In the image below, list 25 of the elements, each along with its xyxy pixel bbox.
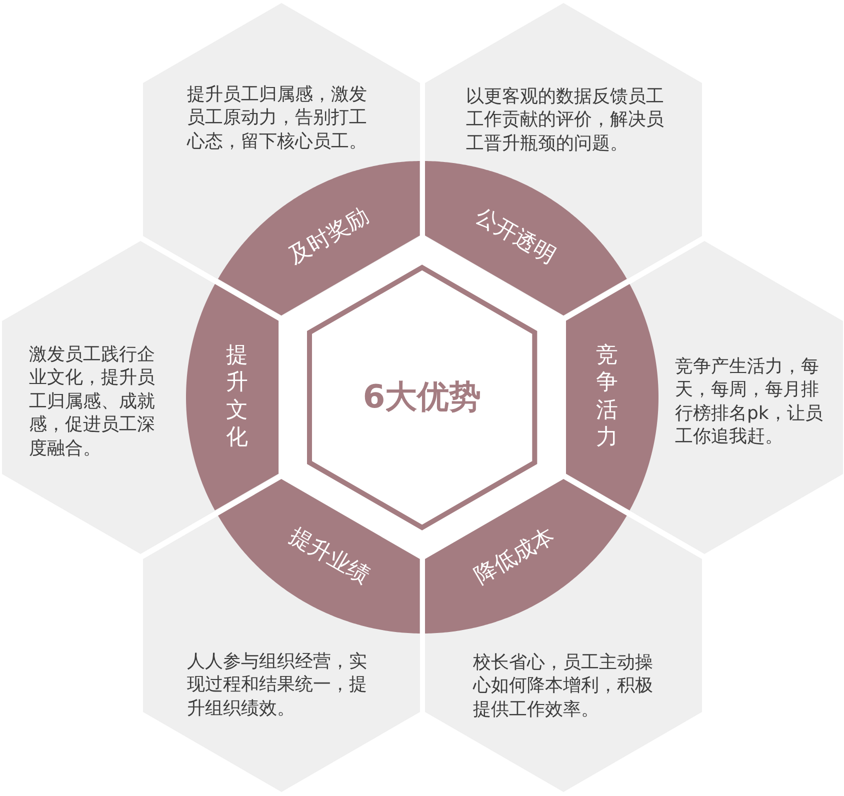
ring-segment <box>424 478 626 633</box>
description-text: 提升员工归属感，激发员工原动力，告别打工心态，留下核心员工。 <box>187 83 368 154</box>
center-title: 6大优势 <box>362 379 482 415</box>
segment-title: 降低成本 <box>470 524 559 590</box>
description-text: 竞争产生活力，每天，每周，每月排行榜排名pk，让员工你追我赶。 <box>675 355 824 449</box>
ring-segment <box>424 161 626 316</box>
description-text: 人人参与组织经营，实现过程和结果统一，提升组织绩效。 <box>187 650 368 720</box>
ring-segment <box>218 161 420 316</box>
ring-segment <box>186 284 278 510</box>
hexagon-card <box>2 240 278 554</box>
hexagon-card <box>566 240 842 554</box>
segment-title: 及时奖励 <box>285 204 374 270</box>
hexagon-card <box>142 2 420 316</box>
ring-segment <box>218 478 420 633</box>
hexagon-card <box>142 478 420 792</box>
segment-title: 提升文化 <box>226 342 248 452</box>
description-text: 校长省心，员工主动操心如何降本增利，积极提供工作效率。 <box>473 651 654 722</box>
hexagon-card <box>424 478 702 792</box>
description-text: 激发员工践行企业文化，提升员工归属感、成就感，促进员工深度融合。 <box>29 343 156 460</box>
segment-title: 公开透明 <box>470 204 559 270</box>
segment-title: 提升业绩 <box>285 524 374 590</box>
ring-segment <box>566 284 658 510</box>
segment-title: 竞争活力 <box>596 342 618 452</box>
description-text: 以更客观的数据反馈员工工作贡献的评价，解决员工晋升瓶颈的问题。 <box>466 85 665 156</box>
hexagon-card <box>424 2 702 316</box>
